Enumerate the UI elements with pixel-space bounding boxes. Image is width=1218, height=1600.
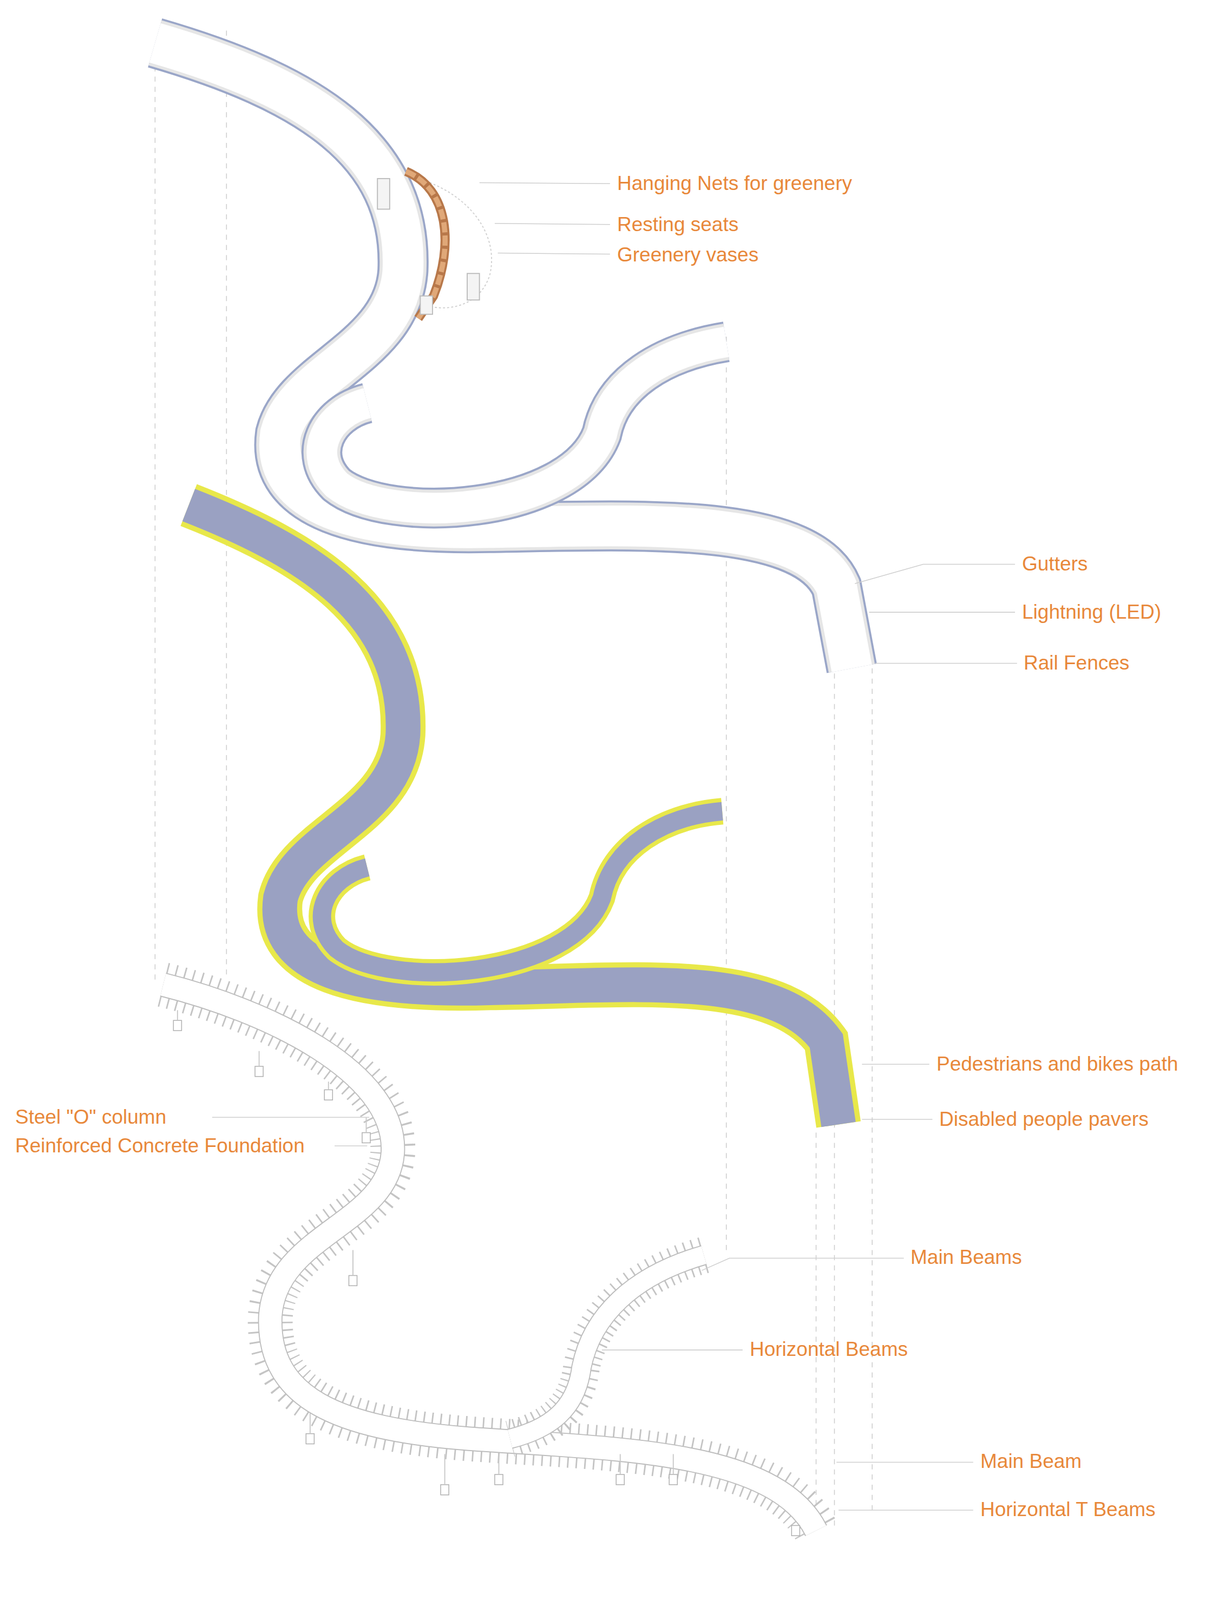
part-label: Rail Fences — [1023, 651, 1130, 676]
part-label: Resting seats — [617, 212, 739, 237]
part-label: Main Beam — [980, 1449, 1082, 1474]
part-label: Main Beams — [910, 1245, 1023, 1270]
part-label: Horizontal T Beams — [980, 1497, 1156, 1522]
part-label: Greenery vases — [617, 243, 759, 267]
part-label: Pedestrians and bikes path — [936, 1052, 1178, 1077]
part-label: Gutters — [1022, 552, 1088, 576]
part-label: Horizontal Beams — [749, 1337, 908, 1362]
part-label: Hanging Nets for greenery — [617, 171, 853, 196]
part-label: Reinforced Concrete Foundation — [15, 1134, 305, 1158]
part-label: Steel "O" column — [15, 1105, 167, 1130]
part-label: Lightning (LED) — [1022, 600, 1162, 625]
part-label: Disabled people pavers — [939, 1107, 1149, 1132]
